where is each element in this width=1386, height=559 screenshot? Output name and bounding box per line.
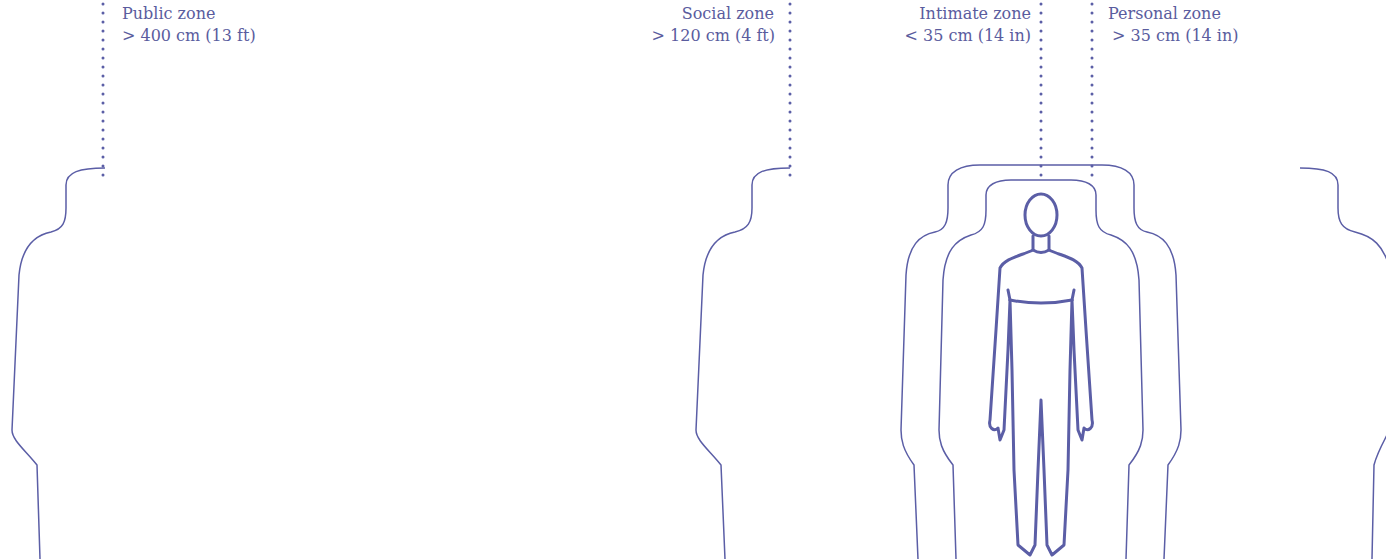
leader-line [1040,4,1043,176]
intimate-zone-outline [939,180,1143,559]
figure-waist [1010,300,1072,303]
personal-zone-outline [901,165,1181,559]
figure-arm-line [1008,290,1074,300]
social-zone-outline [696,168,790,559]
leader-line [789,4,792,178]
zone-distance: < 35 cm (14 in) [904,25,1031,47]
public-zone-outline [12,168,105,559]
zone-name: Intimate zone [919,3,1031,25]
figure-head [1025,194,1057,236]
figure-collar [1033,250,1049,252]
figure-body [990,236,1093,555]
leader-line [102,4,105,178]
leader-line [1091,4,1094,178]
zone-distance: > 35 cm (14 in) [1112,25,1239,47]
zone-name: Public zone [122,3,215,25]
zone-name: Social zone [682,3,774,25]
zone-distance: > 400 cm (13 ft) [122,25,256,47]
social-zone-outline [1300,168,1386,559]
zone-name: Personal zone [1108,3,1221,25]
zone-distance: > 120 cm (4 ft) [652,25,775,47]
human-figure [990,194,1093,555]
